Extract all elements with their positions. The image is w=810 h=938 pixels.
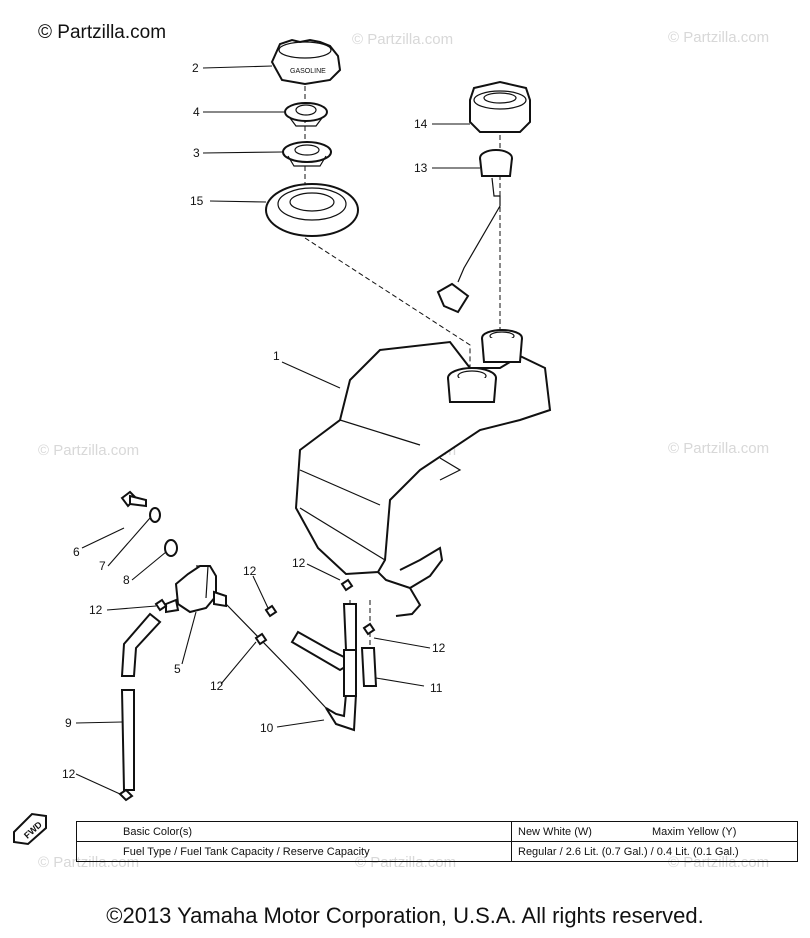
spec-table: Basic Color(s) New White (W) Maxim Yellow…	[76, 821, 798, 862]
callout-12: 12	[62, 767, 76, 781]
spec-value-fuel: Regular / 2.6 Lit. (0.7 Gal.) / 0.4 Lit.…	[511, 841, 798, 862]
fuel-pipe-part	[120, 612, 162, 791]
fuel-gauge-part	[436, 149, 513, 314]
callout-11: 11	[430, 681, 443, 695]
callout-8: 8	[123, 573, 130, 587]
color-new-white: New White (W)	[518, 825, 592, 838]
gauge-nut-part	[469, 80, 531, 133]
spec-row-colors: Basic Color(s) New White (W) Maxim Yellow…	[76, 821, 798, 842]
callout-labels: 2 4 3 15 14 13 1 6 7 8 12 12 12 12 12 12…	[62, 61, 446, 781]
callout-12: 12	[89, 603, 103, 617]
callout-7: 7	[99, 559, 106, 573]
vent-pipe-part	[342, 603, 378, 697]
callout-10: 10	[260, 721, 274, 735]
callout-12: 12	[292, 556, 306, 570]
callout-12: 12	[432, 641, 446, 655]
watermark-text: © Partzilla.com	[668, 440, 769, 457]
callout-13: 13	[414, 161, 428, 175]
leader-lines	[75, 65, 480, 795]
clip-parts	[118, 578, 376, 802]
callout-3: 3	[193, 146, 200, 160]
callout-9: 9	[65, 716, 72, 730]
cap-bezel-part	[265, 183, 359, 237]
callout-1: 1	[273, 349, 280, 363]
callout-2: 2	[192, 61, 199, 75]
spec-label-fuel: Fuel Type / Fuel Tank Capacity / Reserve…	[76, 841, 512, 862]
copyright-footer: ©2013 Yamaha Motor Corporation, U.S.A. A…	[106, 903, 704, 928]
watermark-text: © Partzilla.com	[38, 442, 139, 459]
cap-ring-part	[282, 141, 332, 167]
washer-part	[149, 507, 161, 523]
cap-seal-part	[284, 102, 328, 127]
watermark-text: © Partzilla.com	[668, 29, 769, 46]
watermark-text: © Partzilla.com	[352, 31, 453, 48]
spec-value-colors: New White (W) Maxim Yellow (Y)	[511, 821, 798, 842]
cap-text: GASOLINE	[290, 68, 326, 75]
fuel-tank-part	[294, 329, 552, 617]
callout-15: 15	[190, 194, 204, 208]
callout-14: 14	[414, 117, 428, 131]
color-maxim-yellow: Maxim Yellow (Y)	[652, 825, 737, 838]
fuel-cap-part: GASOLINE	[270, 38, 342, 86]
spec-label-colors: Basic Color(s)	[76, 821, 512, 842]
callout-5: 5	[174, 662, 181, 676]
callout-12: 12	[210, 679, 224, 693]
callout-4: 4	[193, 105, 200, 119]
callout-12: 12	[243, 564, 257, 578]
bolt-part	[120, 490, 147, 508]
fuel-cock-part	[165, 565, 227, 614]
callout-6: 6	[73, 545, 80, 559]
fwd-arrow-icon: FWD	[13, 812, 47, 846]
spec-row-fuel: Fuel Type / Fuel Tank Capacity / Reserve…	[76, 841, 798, 862]
partzilla-header-watermark: © Partzilla.com	[38, 22, 167, 43]
fuel-pipe-elbow-part	[225, 603, 358, 732]
gasket-part	[164, 539, 178, 557]
